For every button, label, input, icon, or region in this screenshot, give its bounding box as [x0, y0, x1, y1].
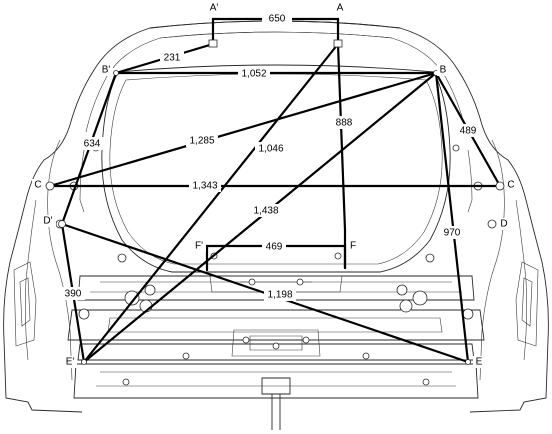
dimline-b-e — [434, 71, 470, 364]
dimline-b-c-left — [48, 71, 438, 188]
measurement-points — [45, 39, 505, 365]
point-labels: A' A B' B C C D' D E' E F' F — [32, 2, 517, 368]
dimension-lines — [48, 17, 502, 364]
dim-label-b-prime-a-prime: 231 — [164, 53, 181, 64]
dim-label-f-prime-f: 469 — [266, 242, 283, 253]
point-label-f-prime: F' — [195, 241, 203, 252]
dimension-labels: 650 231 1,052 634 1,285 1,046 888 489 1,… — [61, 12, 480, 301]
dimline-a-f — [336, 42, 347, 270]
point-label-d-prime: D' — [43, 216, 52, 227]
dim-label-b-e: 970 — [444, 228, 461, 239]
dim-label-b-c-left: 1,285 — [189, 136, 214, 147]
point-label-b: B — [440, 65, 447, 76]
point-label-b-prime: B' — [102, 65, 111, 76]
point-label-a: A — [337, 3, 344, 14]
dimline-a-e-prime — [82, 42, 340, 364]
point-label-d: D — [500, 219, 507, 230]
point-marker-a-prime — [208, 39, 218, 48]
point-label-e-prime: E' — [66, 357, 75, 368]
point-label-f: F — [350, 241, 356, 252]
point-label-c-right: C — [507, 180, 514, 191]
point-marker-b-prime — [113, 70, 119, 76]
point-marker-c-left — [45, 181, 55, 191]
dim-label-b-c-right: 489 — [460, 126, 477, 137]
point-marker-e-prime — [81, 359, 87, 365]
dim-label-a-f: 888 — [336, 118, 353, 129]
point-marker-a — [333, 39, 343, 48]
vehicle-rear-body — [3, 20, 549, 430]
dim-label-c-c: 1,343 — [192, 181, 217, 192]
point-marker-e — [465, 359, 471, 365]
point-label-e: E — [476, 357, 483, 368]
dim-label-d-prime-e: 1,198 — [267, 290, 292, 301]
dim-label-b-prime-b: 1,052 — [241, 69, 266, 80]
dim-label-a-e-prime: 1,046 — [258, 144, 283, 155]
point-label-c-left: C — [34, 180, 41, 191]
dim-label-d-prime-e-prime: 390 — [65, 289, 82, 300]
point-marker-c-right — [495, 181, 505, 191]
dim-label-b-prime-d-prime: 634 — [84, 139, 101, 150]
point-marker-d-prime — [58, 220, 66, 228]
dimline-b-e-prime — [82, 71, 438, 364]
dim-label-a-prime-a: 650 — [269, 14, 286, 25]
dim-label-b-e-prime: 1,438 — [253, 206, 278, 217]
point-label-a-prime: A' — [210, 3, 219, 14]
